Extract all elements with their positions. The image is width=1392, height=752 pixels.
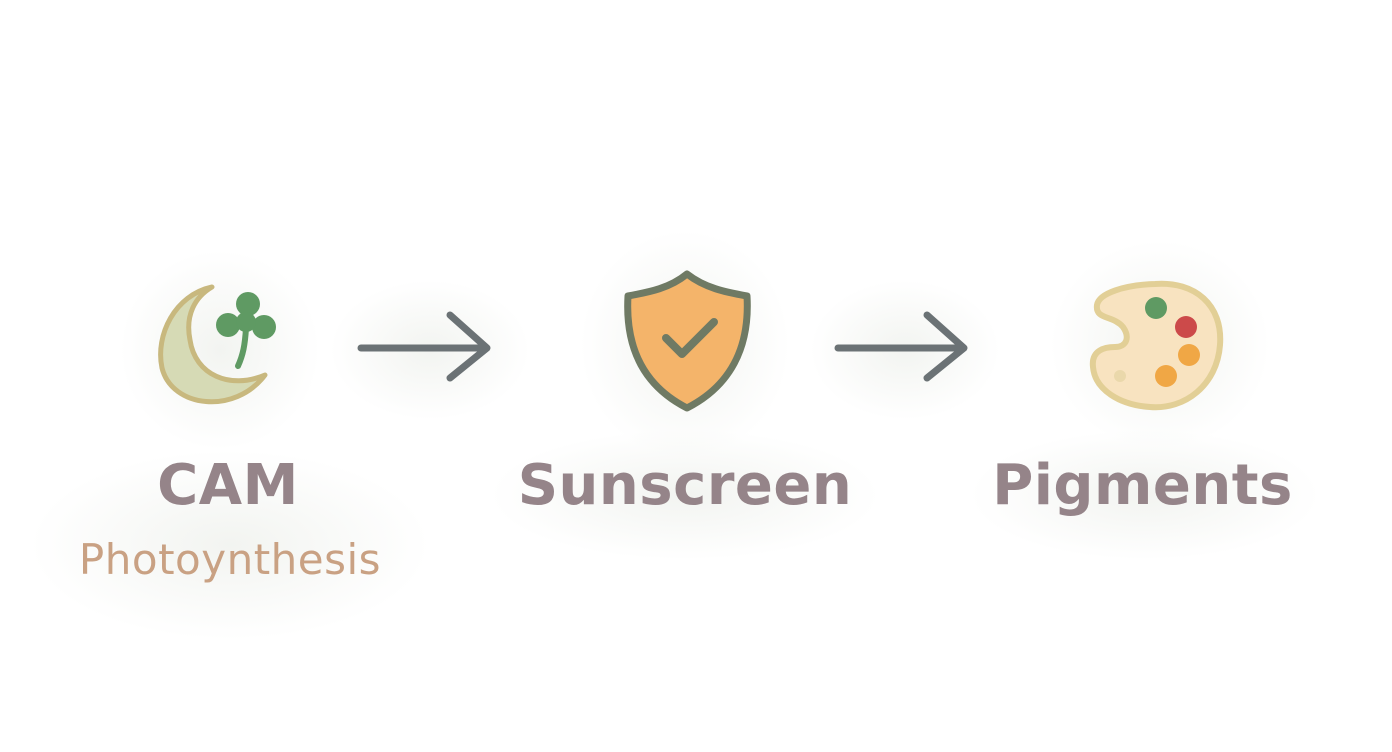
palette-icon bbox=[1089, 280, 1224, 411]
step-label-pigments: Pigments bbox=[992, 453, 1293, 518]
step-label-cam: CAM bbox=[157, 453, 299, 518]
step-label-sunscreen: Sunscreen bbox=[517, 453, 853, 518]
shield-check-icon bbox=[624, 270, 751, 412]
arrow-right-icon bbox=[357, 311, 491, 382]
arrow-right-icon bbox=[834, 311, 968, 382]
moon-clover-icon bbox=[158, 284, 276, 405]
step-sublabel-cam: Photoynthesis bbox=[78, 535, 382, 584]
